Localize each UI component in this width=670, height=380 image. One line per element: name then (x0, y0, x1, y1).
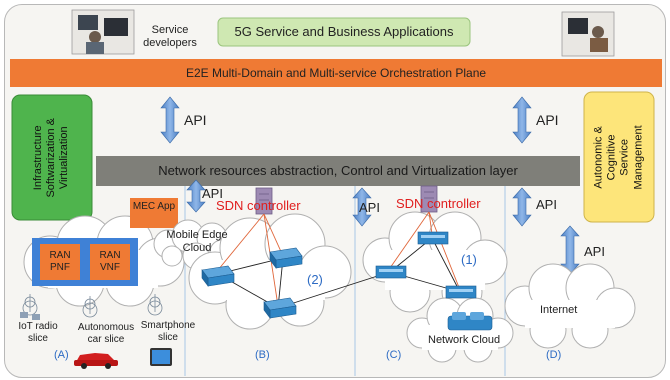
orchestration-label: E2E Multi-Domain and Multi-service Orche… (185, 66, 487, 80)
mobile-edge-cloud-label: Mobile Edge Cloud (166, 229, 228, 254)
internet-label: Internet (540, 304, 578, 316)
domain-2-label: (2) (307, 272, 323, 287)
api-label-4: API (359, 200, 380, 215)
storage-icon (447, 312, 493, 331)
top-apps-label: 5G Service and Business Applications (234, 24, 454, 39)
mec-app-box (130, 198, 178, 228)
abstraction-label: Network resources abstraction, Control a… (158, 163, 518, 178)
network-cloud-label: Network Cloud (428, 334, 501, 346)
switch-2c-icon (263, 297, 297, 319)
ran-vnf-box (90, 244, 130, 280)
api-arrow-4 (352, 187, 372, 227)
phone-slice-label: Smartphone slice (140, 320, 196, 343)
infra-label: Infrastructure Softwarization & Virtuali… (12, 95, 92, 220)
orchestration-bar (10, 59, 662, 87)
iot-devices-icon (20, 312, 40, 320)
apps-box (217, 17, 471, 47)
api-arrow-5 (512, 187, 532, 227)
radio-tower-2-icon (82, 296, 98, 318)
api-label-2: API (536, 112, 559, 128)
api-label-6: API (584, 244, 605, 259)
developer-photo-left-icon (71, 9, 135, 55)
domain-1-label: (1) (461, 252, 477, 267)
iot-slice-label: IoT radio slice (18, 321, 58, 344)
sdn-controller-label-1: SDN controller (396, 196, 481, 211)
switch-1a-icon (417, 231, 449, 245)
switch-1b-icon (375, 265, 407, 279)
section-b-label: (B) (255, 349, 270, 361)
switch-2b-icon (269, 247, 303, 269)
infra-label-text: Infrastructure Softwarization & Virtuali… (32, 117, 71, 198)
sdn-cloud-1 (362, 211, 508, 313)
api-label-1: API (184, 112, 207, 128)
ran-pnf-box (40, 244, 80, 280)
sdn-controller-label-2: SDN controller (216, 198, 301, 213)
api-arrow-1 (160, 96, 180, 144)
smartphone-icon (150, 348, 172, 366)
api-label-3: API (202, 186, 223, 201)
ran-pnf-label: RAN PNF (49, 250, 71, 273)
car-icon (74, 353, 118, 369)
abstraction-bar (96, 156, 580, 186)
mec-app-label: MEC App (132, 201, 176, 212)
section-a-label: (A) (54, 349, 69, 361)
autonomic-label: Autonomic & Cognitive Service Management (584, 92, 654, 222)
radio-tower-3-icon (147, 294, 163, 316)
section-c-label: (C) (386, 349, 402, 361)
car-slice-label: Autonomous car slice (77, 322, 135, 345)
section-d-label: (D) (546, 349, 562, 361)
switch-1c-icon (445, 285, 477, 299)
ran-vnf-label: RAN VNF (99, 250, 121, 273)
service-developers-label: Service developers (143, 24, 197, 49)
api-arrow-3 (186, 179, 206, 213)
radio-tower-1-icon (22, 294, 38, 316)
switch-2a-icon (201, 265, 235, 287)
api-label-5: API (536, 197, 557, 212)
autonomic-box (583, 91, 655, 223)
infra-box (11, 94, 93, 221)
internet-cloud (504, 263, 636, 349)
developer-photo-right-icon (561, 11, 615, 57)
api-arrow-2 (512, 96, 532, 144)
autonomic-label-text: Autonomic & Cognitive Service Management (592, 124, 645, 190)
